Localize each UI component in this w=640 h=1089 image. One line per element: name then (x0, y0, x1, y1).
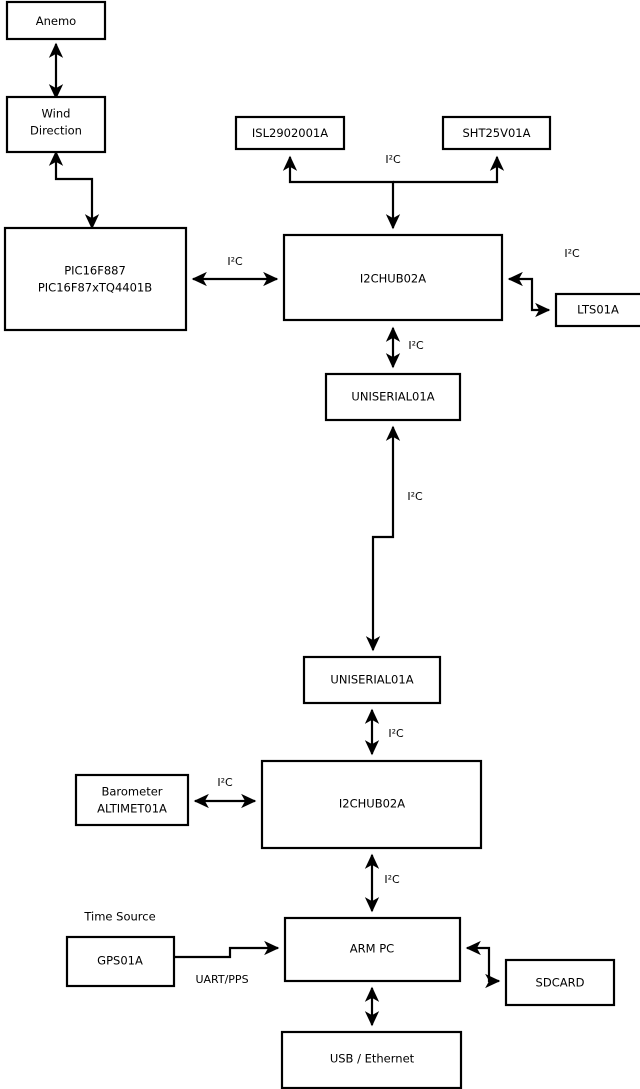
node-lts-label: LTS01A (577, 303, 619, 317)
node-barometer-label-line1: Barometer (101, 785, 162, 799)
link-armpc-sdcard (465, 940, 501, 989)
link-wind-pic (48, 150, 100, 230)
node-pic-box[interactable] (3, 226, 188, 332)
node-sdcard-label: SDCARD (536, 976, 585, 990)
node-hub-bottom[interactable]: I2CHUB02A (260, 759, 483, 850)
node-barometer-label-line2: ALTIMET01A (97, 802, 167, 816)
edge-label-uniserial-hub2: I²C (388, 727, 404, 740)
node-armpc[interactable]: ARM PC (283, 916, 462, 983)
edge-label-barometer-hub2: I²C (217, 776, 233, 789)
node-isl[interactable]: ISL2902001A (234, 115, 346, 151)
node-anemo-label: Anemo (36, 14, 76, 28)
node-sht-label: SHT25V01A (463, 126, 531, 140)
node-armpc-label: ARM PC (350, 942, 394, 956)
node-uniserial-upper-label: UNISERIAL01A (351, 390, 434, 404)
node-usb-ethernet[interactable]: USB / Ethernet (280, 1030, 463, 1089)
node-wind-direction-label-line2: Direction (30, 124, 82, 138)
node-pic[interactable]: PIC16F887 PIC16F87xTQ4401B (3, 226, 188, 332)
node-sht[interactable]: SHT25V01A (441, 115, 552, 151)
node-gps[interactable]: GPS01A (65, 935, 176, 988)
node-hub-bottom-box[interactable] (260, 759, 483, 850)
node-hub-top-label: I2CHUB02A (360, 272, 426, 286)
node-wind-direction-box[interactable] (5, 95, 107, 154)
edge-label-hub-sensors: I²C (385, 153, 401, 166)
node-hub-bottom-label: I2CHUB02A (339, 797, 405, 811)
node-uniserial-upper-box[interactable] (324, 372, 462, 422)
node-pic-label-line2: PIC16F87xTQ4401B (38, 281, 152, 295)
edge-label-hub-lts: I²C (564, 247, 580, 260)
node-usb-ethernet-label: USB / Ethernet (330, 1052, 415, 1066)
link-hubtop-isl (282, 155, 401, 230)
node-sdcard-box[interactable] (504, 958, 616, 1007)
node-isl-label: ISL2902001A (252, 126, 328, 140)
node-uniserial-upper[interactable]: UNISERIAL01A (324, 372, 462, 422)
link-hubtop-sht (393, 155, 505, 184)
edge-label-uniserial-link: I²C (407, 490, 423, 503)
edge-label-pic-hub: I²C (227, 255, 243, 268)
node-uniserial-lower-box[interactable] (302, 655, 442, 705)
node-wind-direction[interactable]: Wind Direction (5, 95, 107, 154)
node-lts-box[interactable] (554, 292, 640, 328)
node-hub-top[interactable]: I2CHUB02A (282, 233, 504, 322)
link-gps-armpc (174, 940, 280, 959)
node-barometer-box[interactable] (74, 773, 190, 827)
edge-label-hub2-armpc: I²C (384, 873, 400, 886)
node-pic-label-line1: PIC16F887 (64, 264, 126, 278)
node-hub-top-box[interactable] (282, 233, 504, 322)
node-anemo-box[interactable] (5, 0, 107, 41)
node-barometer[interactable]: Barometer ALTIMET01A (74, 773, 190, 827)
node-isl-box[interactable] (234, 115, 346, 151)
edge-label-gps-armpc: UART/PPS (195, 973, 248, 986)
link-hubtop-lts (507, 271, 551, 318)
node-uniserial-lower[interactable]: UNISERIAL01A (302, 655, 442, 705)
node-sdcard[interactable]: SDCARD (504, 958, 616, 1007)
node-anemo[interactable]: Anemo (5, 0, 107, 41)
node-usb-ethernet-box[interactable] (280, 1030, 463, 1089)
node-armpc-box[interactable] (283, 916, 462, 983)
free-label-time-source: Time Source (83, 910, 155, 924)
node-sht-box[interactable] (441, 115, 552, 151)
node-wind-direction-label-line1: Wind (42, 107, 71, 121)
node-lts[interactable]: LTS01A (554, 292, 640, 328)
node-uniserial-lower-label: UNISERIAL01A (330, 673, 413, 687)
edge-label-hub-uniserial: I²C (408, 339, 424, 352)
link-uniserial-uniserial (365, 425, 401, 652)
node-gps-box[interactable] (65, 935, 176, 988)
node-gps-label: GPS01A (97, 954, 143, 968)
